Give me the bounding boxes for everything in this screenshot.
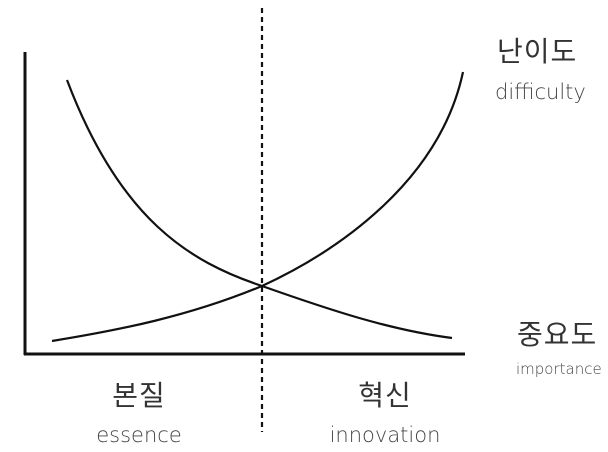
innovation-english-label: innovation [329,423,441,447]
essence-english-label: essence [96,423,182,447]
importance-korean-label: 중요도 [517,318,598,351]
difficulty-curve [51,71,465,343]
difficulty-english-label: difficulty [495,80,586,104]
difficulty-korean-label: 난이도 [497,35,578,68]
importance-curve [65,79,453,340]
essence-korean-label: 본질 [112,379,166,412]
innovation-korean-label: 혁신 [358,379,412,412]
importance-english-label: importance [516,360,602,378]
